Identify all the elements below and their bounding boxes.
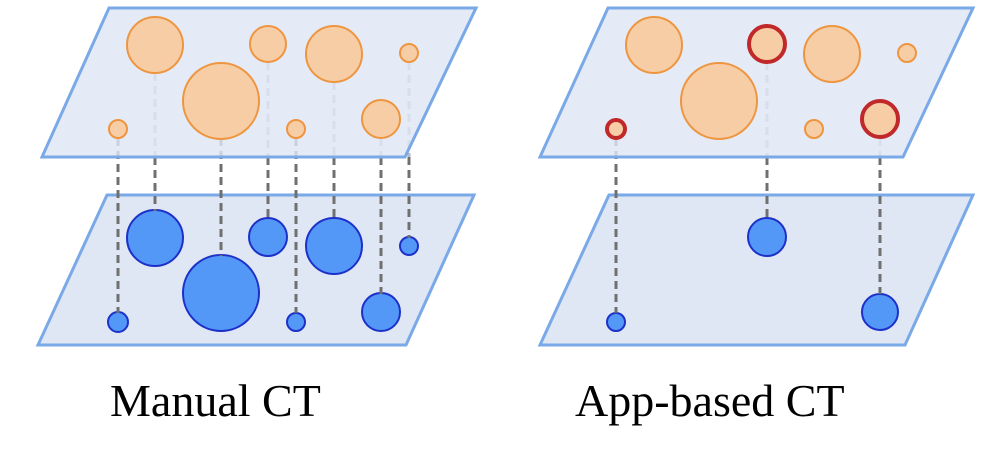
manual-blue-circle [361, 292, 401, 332]
manual-ct-caption: Manual CT [110, 375, 321, 426]
app-highlighted-circle [605, 118, 627, 140]
app-based-ct-caption: App-based CT [575, 375, 845, 426]
app-orange-circle [804, 119, 824, 139]
manual-bottom-plane [35, 193, 477, 347]
manual-blue-circle [107, 311, 129, 333]
app-blue-circle [747, 217, 787, 257]
manual-ct-panel [35, 6, 479, 347]
app-bottom-plane [537, 193, 976, 347]
app-based-ct-panel [537, 6, 976, 347]
manual-orange-circle [286, 119, 306, 139]
app-orange-circle [897, 43, 917, 63]
app-top-circles [625, 16, 917, 140]
manual-orange-circle [249, 25, 287, 63]
app-connectors [614, 138, 882, 313]
app-highlighted-circle [747, 24, 787, 64]
manual-blue-circle [182, 254, 260, 332]
manual-top-circles [108, 16, 419, 140]
app-highlighted-circle [860, 99, 900, 139]
manual-blue-circle [248, 217, 288, 257]
app-blue-circle [861, 293, 899, 331]
app-orange-circle [680, 62, 758, 140]
app-highlighted-circles [605, 24, 900, 140]
manual-orange-circle [108, 119, 128, 139]
app-blue-circle [606, 312, 626, 332]
manual-blue-circle [126, 209, 184, 267]
manual-orange-circle [305, 25, 363, 83]
app-bottom-circles [606, 217, 899, 332]
manual-orange-circle [126, 16, 184, 74]
manual-orange-circle [361, 99, 401, 139]
manual-blue-circle [305, 217, 363, 275]
app-orange-circle [803, 25, 861, 83]
manual-blue-circle [399, 236, 419, 256]
manual-orange-circle [182, 62, 260, 140]
app-orange-circle [625, 16, 683, 74]
manual-blue-circle [286, 312, 306, 332]
manual-orange-circle [399, 43, 419, 63]
